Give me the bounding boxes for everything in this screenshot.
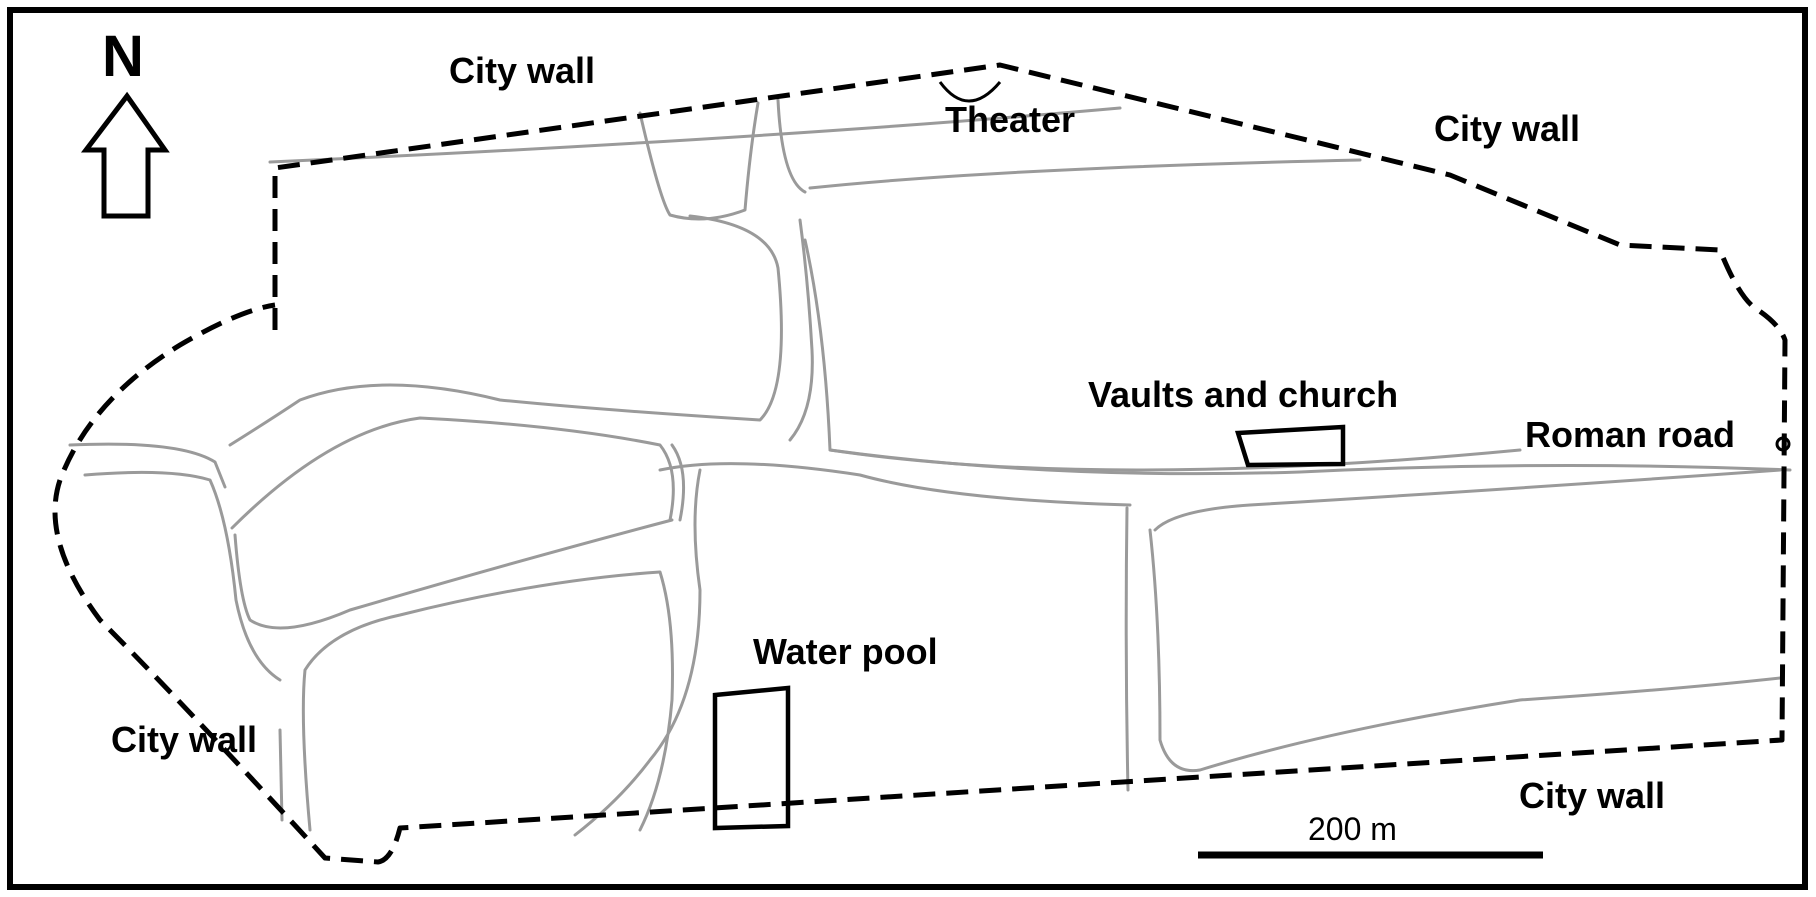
north-arrow-icon: N <box>80 24 170 219</box>
road-terminal-marker <box>1775 436 1791 452</box>
north-label: N <box>102 24 144 89</box>
road <box>68 442 227 489</box>
road <box>268 106 1122 164</box>
label-roman-road: Roman road <box>1525 414 1735 455</box>
city-wall-outline <box>52 62 1788 865</box>
road <box>803 238 1522 472</box>
road <box>776 98 807 194</box>
scale-bar: 200 m <box>1198 811 1543 859</box>
road <box>278 728 284 822</box>
label-city-wall-northeast: City wall <box>1434 108 1580 149</box>
label-vaults-church: Vaults and church <box>1088 374 1398 415</box>
label-theater: Theater <box>945 99 1075 140</box>
road <box>301 570 674 832</box>
label-city-wall-south: City wall <box>1519 775 1665 816</box>
road <box>228 214 783 447</box>
scale-bar-label: 200 m <box>1308 811 1397 847</box>
map-border <box>7 7 1808 890</box>
road <box>828 448 1792 476</box>
vaults-church-building <box>1234 424 1346 468</box>
road <box>808 158 1362 190</box>
road <box>573 468 702 837</box>
road <box>1124 506 1130 792</box>
label-city-wall-north: City wall <box>449 50 595 91</box>
theater-outline <box>938 81 1002 103</box>
label-water-pool: Water pool <box>753 631 938 672</box>
road-network <box>68 98 1792 837</box>
road <box>230 416 675 530</box>
road <box>1153 468 1782 532</box>
road <box>1148 528 1782 773</box>
water-pool-building <box>712 685 791 831</box>
road <box>83 470 282 682</box>
road <box>658 462 1132 507</box>
road <box>670 443 686 522</box>
road <box>638 101 760 221</box>
label-city-wall-west: City wall <box>111 719 257 760</box>
road <box>788 218 814 442</box>
road <box>233 518 674 630</box>
